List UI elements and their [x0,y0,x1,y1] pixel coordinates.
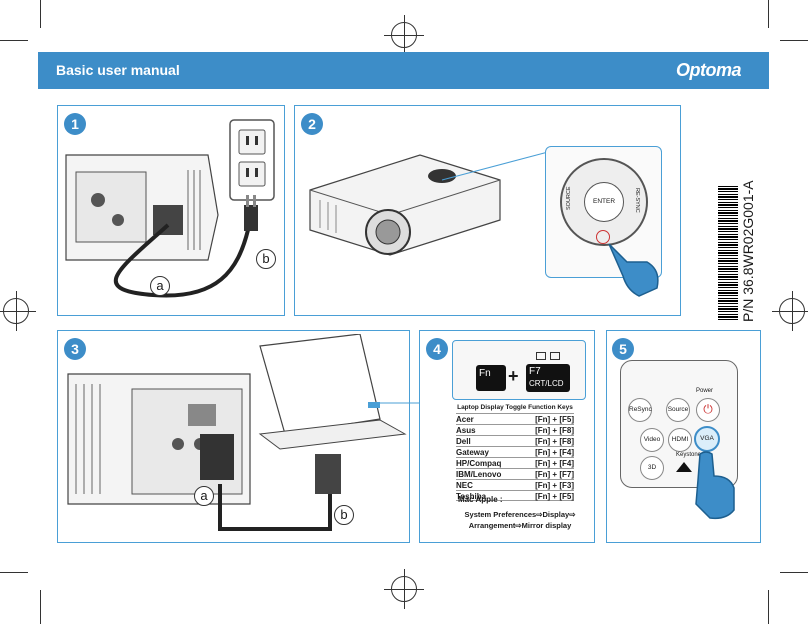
crop-mark [780,572,808,573]
part-number: P/N 36.8WR02G001-A [740,180,756,322]
callout-line [441,151,549,181]
table-title: Laptop Display Toggle Function Keys [457,404,573,411]
f7-key: F7 CRT/LCD [526,364,570,392]
crop-mark [768,590,769,624]
registration-mark [384,15,424,55]
step-2-badge: 2 [301,113,323,135]
brand-cell: Asus [456,426,476,435]
source-button[interactable]: Source [666,398,690,422]
crt-lcd-label: CRT/LCD [529,379,564,388]
projector-power-illustration [65,119,275,298]
registration-mark [0,291,36,331]
brand-cell: Gateway [456,448,489,457]
table-row: Dell [Fn] + [F8] [456,435,574,446]
keys-cell: [Fn] + [F8] [535,426,574,435]
table-row: Toshiba [Fn] + [F5] [456,490,574,501]
3d-button[interactable]: 3D [640,456,664,480]
registration-mark [384,569,424,609]
resync-label: RE-SYNC [634,188,640,213]
label-a: a [194,486,214,506]
function-key-table: Laptop Display Toggle Function Keys Acer… [456,404,574,501]
step-5-badge: 5 [612,338,634,360]
pointing-hand-icon [608,243,659,297]
brand-cell: IBM/Lenovo [456,470,502,479]
crop-mark [0,40,28,41]
brand-logo: Optoma [676,60,742,80]
crop-mark [768,0,769,28]
page-title: Basic user manual [56,62,180,78]
mac-instructions-line-1: System Preferences⇨Display⇨ [464,510,576,519]
monitor-icon [550,352,560,360]
mac-instructions: System Preferences⇨Display⇨ Arrangement⇨… [456,509,584,531]
keys-cell: [Fn] + [F4] [535,459,574,468]
keystone-up-icon[interactable] [676,462,692,472]
brand-cell: Toshiba [456,492,487,501]
table-row: IBM/Lenovo [Fn] + [F7] [456,468,574,479]
vga-button[interactable]: VGA [694,426,720,452]
label-a: a [150,276,170,296]
table-row: Asus [Fn] + [F8] [456,424,574,435]
mac-instructions-line-2: Arrangement⇨Mirror display [468,521,572,530]
table-row: HP/Compaq [Fn] + [F4] [456,457,574,468]
keystone-label: Keystone+ [676,452,705,458]
keys-cell: [Fn] + [F5] [535,492,574,501]
power-label: Power [696,388,714,394]
monitor-icon [536,352,546,360]
label-b: b [256,249,276,269]
power-button[interactable]: ⏻ [696,398,720,422]
power-icon[interactable] [596,230,610,244]
crop-mark [0,572,28,573]
registration-mark [772,291,808,331]
source-label: SOURCE [566,186,572,210]
crop-mark [40,0,41,28]
plus-sign: + [508,366,519,386]
header-bar [38,52,769,89]
table-row: Acer [Fn] + [F5] [456,413,574,424]
barcode [718,186,738,320]
keys-cell: [Fn] + [F5] [535,415,574,424]
brand-cell: Acer [456,415,474,424]
keys-cell: [Fn] + [F4] [535,448,574,457]
brand-cell: NEC [456,481,473,490]
f7-label: F7 [529,366,541,377]
mac-heading: Mac Apple : [458,495,503,504]
vga-connection-illustration [67,334,407,531]
keys-cell: [Fn] + [F7] [535,470,574,479]
keys-cell: [Fn] + [F8] [535,437,574,446]
fn-key: Fn [476,365,506,391]
resync-button[interactable]: ReSync [628,398,652,422]
brand-cell: HP/Compaq [456,459,502,468]
projector-front-illustration [309,154,501,256]
table-row: NEC [Fn] + [F3] [456,479,574,490]
step-4-badge: 4 [426,338,448,360]
brand-cell: Dell [456,437,471,446]
enter-button[interactable]: ENTER [584,182,624,222]
table-row: Gateway [Fn] + [F4] [456,446,574,457]
keys-cell: [Fn] + [F3] [535,481,574,490]
step-3-badge: 3 [64,338,86,360]
step-1-badge: 1 [64,113,86,135]
hdmi-button[interactable]: HDMI [668,428,692,452]
crop-mark [40,590,41,624]
video-button[interactable]: Video [640,428,664,452]
label-b: b [334,505,354,525]
pointing-hand-icon [695,451,735,520]
crop-mark [780,40,808,41]
